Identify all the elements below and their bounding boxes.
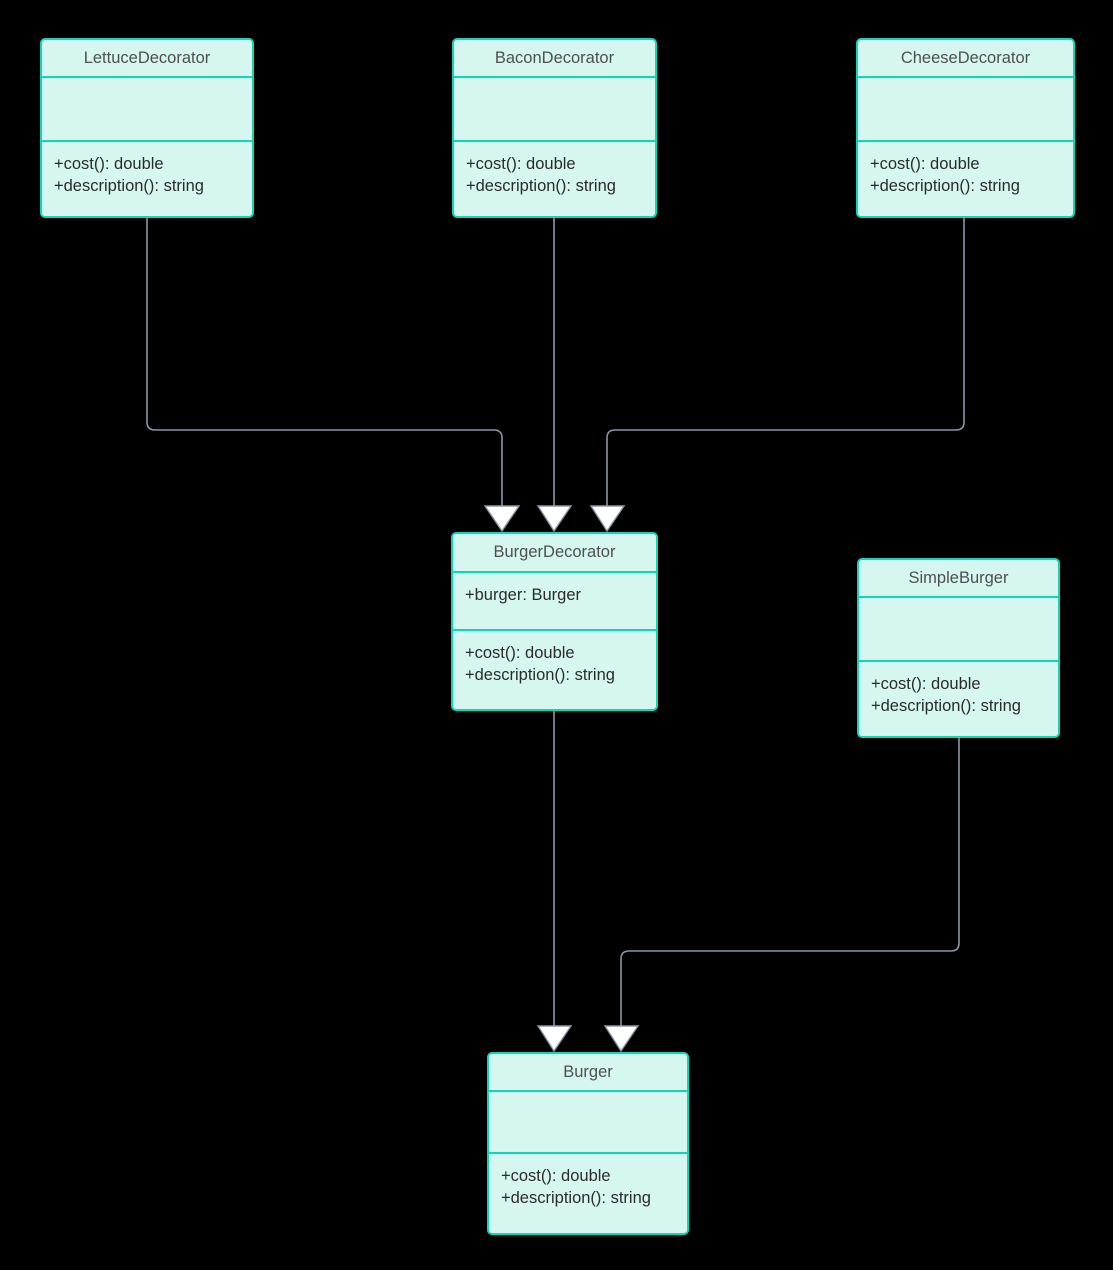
- connector-simpleburger-to-burger: [620, 738, 960, 1026]
- class-title-cheese-decorator: CheeseDecorator: [858, 40, 1073, 78]
- class-box-burger-decorator[interactable]: BurgerDecorator +burger: Burger +cost():…: [451, 532, 658, 711]
- method-row: +cost(): double: [871, 675, 981, 693]
- class-name-label: LettuceDecorator: [83, 48, 211, 67]
- arrowhead-cheese-to-burgerdecorator: [589, 505, 626, 533]
- class-name-label: SimpleBurger: [908, 568, 1009, 587]
- class-methods-bacon-decorator: +cost(): double +description(): string: [454, 142, 655, 197]
- class-box-lettuce-decorator[interactable]: LettuceDecorator +cost(): double +descri…: [40, 38, 254, 218]
- class-name-label: CheeseDecorator: [900, 48, 1031, 67]
- connector-lettuce-to-burgerdecorator: [146, 218, 503, 506]
- class-attributes-bacon-decorator: [454, 78, 655, 142]
- method-row: +description(): string: [54, 177, 204, 195]
- method-row: +cost(): double: [870, 155, 980, 173]
- class-attributes-lettuce-decorator: [42, 78, 252, 142]
- class-attributes-cheese-decorator: [858, 78, 1073, 142]
- class-methods-lettuce-decorator: +cost(): double +description(): string: [42, 142, 252, 197]
- method-row: +description(): string: [501, 1189, 651, 1207]
- class-methods-burger: +cost(): double +description(): string: [489, 1154, 687, 1209]
- class-attributes-burger: [489, 1092, 687, 1154]
- connector-cheese-to-burgerdecorator: [606, 218, 965, 506]
- method-row: +description(): string: [466, 177, 616, 195]
- arrowhead-simpleburger-to-burger: [603, 1025, 640, 1053]
- class-methods-burger-decorator: +cost(): double +description(): string: [453, 631, 656, 686]
- class-attributes-burger-decorator: +burger: Burger: [453, 573, 656, 631]
- method-row: +cost(): double: [54, 155, 164, 173]
- class-title-bacon-decorator: BaconDecorator: [454, 40, 655, 78]
- class-methods-cheese-decorator: +cost(): double +description(): string: [858, 142, 1073, 197]
- class-name-label: BurgerDecorator: [493, 543, 616, 562]
- class-title-lettuce-decorator: LettuceDecorator: [42, 40, 252, 78]
- class-title-burger: Burger: [489, 1054, 687, 1092]
- arrowhead-bacon-to-burgerdecorator: [536, 505, 573, 533]
- method-row: +description(): string: [871, 697, 1021, 715]
- method-row: +cost(): double: [466, 155, 576, 173]
- arrowhead-burgerdecorator-to-burger: [536, 1025, 573, 1053]
- class-box-burger[interactable]: Burger +cost(): double +description(): s…: [487, 1052, 689, 1235]
- class-name-label: BaconDecorator: [494, 48, 615, 67]
- class-methods-simple-burger: +cost(): double +description(): string: [859, 662, 1058, 717]
- class-box-simple-burger[interactable]: SimpleBurger +cost(): double +descriptio…: [857, 558, 1060, 738]
- class-title-simple-burger: SimpleBurger: [859, 560, 1058, 598]
- class-box-cheese-decorator[interactable]: CheeseDecorator +cost(): double +descrip…: [856, 38, 1075, 218]
- method-row: +description(): string: [870, 177, 1020, 195]
- method-row: +cost(): double: [501, 1167, 611, 1185]
- class-title-burger-decorator: BurgerDecorator: [453, 534, 656, 573]
- method-row: +description(): string: [465, 666, 615, 684]
- arrowhead-lettuce-to-burgerdecorator: [483, 505, 521, 533]
- method-row: +cost(): double: [465, 644, 575, 662]
- class-attributes-simple-burger: [859, 598, 1058, 662]
- attribute-row: +burger: Burger: [465, 586, 582, 604]
- class-name-label: Burger: [563, 1062, 613, 1081]
- class-box-bacon-decorator[interactable]: BaconDecorator +cost(): double +descript…: [452, 38, 657, 218]
